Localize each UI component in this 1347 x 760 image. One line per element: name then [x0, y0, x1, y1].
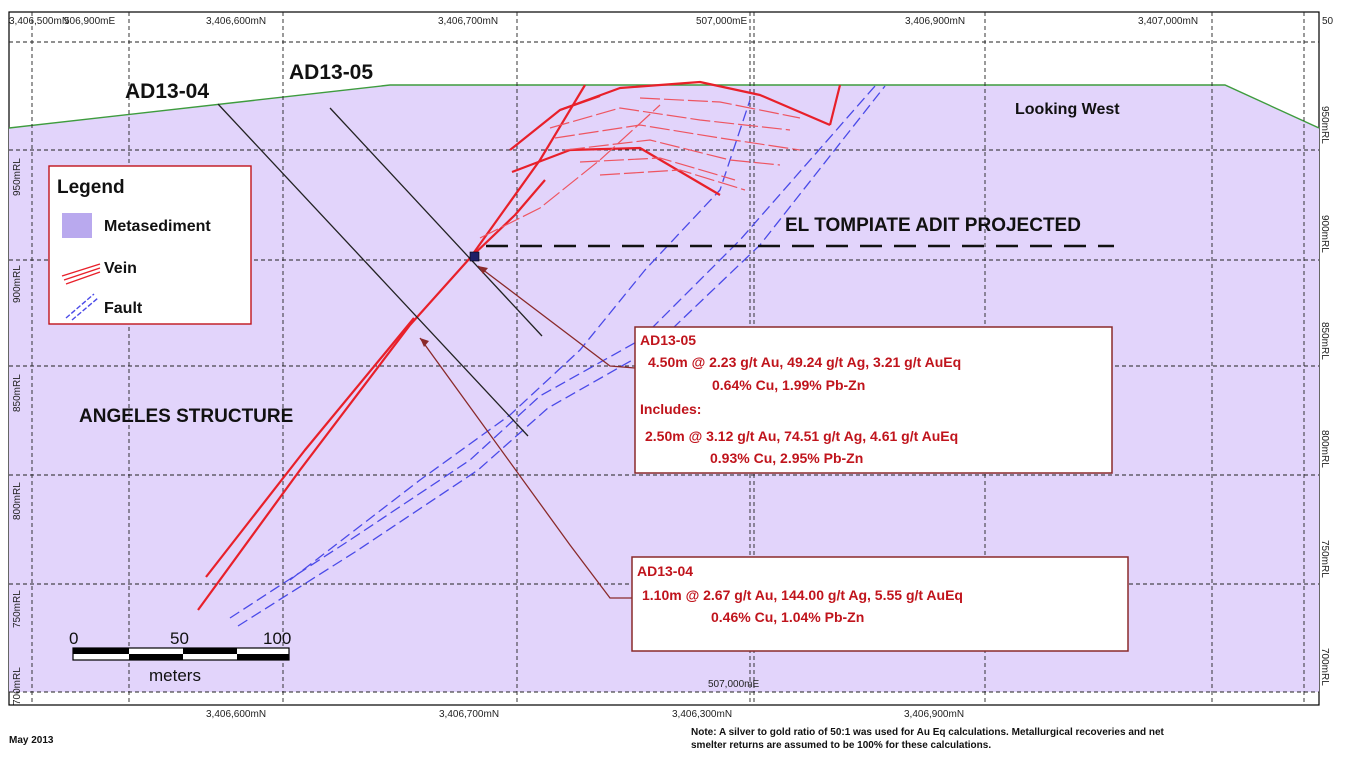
- scale-units: meters: [149, 666, 201, 685]
- legend-label-fault: Fault: [104, 300, 143, 317]
- top-tick: 3,406,900mN: [905, 16, 965, 27]
- left-rl-label: 700mRL: [12, 667, 23, 705]
- left-rl-label: 850mRL: [12, 374, 23, 412]
- vein-lines-icon: [61, 263, 101, 285]
- top-tick: 3,407,000mN: [1138, 16, 1198, 27]
- left-rl-label: 750mRL: [12, 590, 23, 628]
- annotation-box-ad13-04: AD13-04 1.10m @ 2.67 g/t Au, 144.00 g/t …: [631, 556, 1129, 652]
- legend: Legend Metasediment Vein Fault: [48, 165, 252, 325]
- includes-label: Includes:: [640, 401, 701, 417]
- annotation-box-ad13-05: AD13-05 4.50m @ 2.23 g/t Au, 49.24 g/t A…: [634, 326, 1113, 474]
- adit-label: EL TOMPIATE ADIT PROJECTED: [785, 215, 1081, 236]
- top-tick: 507,000mE: [696, 16, 747, 27]
- top-tick: 3,406,700mN: [438, 16, 498, 27]
- bottom-tick: 3,406,700mN: [439, 709, 499, 720]
- legend-label-vein: Vein: [104, 260, 137, 277]
- vein-network: [197, 80, 842, 611]
- footnote-line: Note: A silver to gold ratio of 50:1 was…: [691, 727, 1165, 738]
- inner-easting-label: 507,000mE: [708, 679, 759, 690]
- left-elevation-labels: 950mRL 900mRL 850mRL 800mRL 750mRL 700mR…: [12, 158, 23, 705]
- scale-tick-label: 100: [263, 629, 291, 648]
- bottom-tick: 3,406,900mN: [904, 709, 964, 720]
- assay-metals: 0.46% Cu, 1.04% Pb-Zn: [711, 609, 864, 625]
- scale-tick-label: 50: [170, 629, 189, 648]
- right-elevation-labels: 950mRL 900mRL 850mRL 800mRL 750mRL 700mR…: [1319, 106, 1330, 686]
- legend-box: [48, 165, 252, 325]
- annotation-leaders: [419, 265, 636, 599]
- intersection-marker: [469, 251, 480, 262]
- assay-interval: 1.10m @ 2.67 g/t Au, 144.00 g/t Ag, 5.55…: [642, 587, 963, 603]
- legend-label-metasediment: Metasediment: [104, 218, 211, 235]
- assay-interval: 2.50m @ 3.12 g/t Au, 74.51 g/t Ag, 4.61 …: [645, 428, 958, 444]
- right-rl-label: 950mRL: [1319, 106, 1330, 144]
- arrowhead: [420, 338, 429, 347]
- annotation-frame: [634, 326, 1113, 474]
- annotation-frame: [631, 556, 1129, 652]
- vein-thin-strands: [479, 97, 801, 239]
- assay-metals: 0.93% Cu, 2.95% Pb-Zn: [710, 450, 863, 466]
- left-rl-label: 900mRL: [12, 265, 23, 303]
- top-tick: 3,406,500mN: [9, 16, 69, 27]
- bottom-tick: 3,406,600mN: [206, 709, 266, 720]
- top-tick: 3,406,600mN: [206, 16, 266, 27]
- top-tick: 50: [1322, 16, 1334, 27]
- fault-lines-icon: [65, 293, 99, 321]
- right-rl-label: 850mRL: [1319, 322, 1330, 360]
- annotation-title: AD13-04: [637, 563, 693, 579]
- right-rl-label: 700mRL: [1319, 648, 1330, 686]
- drillhole-traces: [217, 103, 543, 437]
- left-rl-label: 800mRL: [12, 482, 23, 520]
- assay-metals: 0.64% Cu, 1.99% Pb-Zn: [712, 377, 865, 393]
- view-direction-label: Looking West: [1015, 101, 1120, 118]
- left-rl-label: 950mRL: [12, 158, 23, 196]
- hole-label-ad13-05: AD13-05: [289, 61, 373, 84]
- hole-label-ad13-04: AD13-04: [125, 80, 209, 103]
- right-rl-label: 900mRL: [1319, 215, 1330, 253]
- bottom-tick-labels: 3,406,600mN 3,406,700mN 3,406,300mN 3,40…: [206, 679, 964, 720]
- top-tick-labels: 3,406,500mN 506,900mE 3,406,600mN 3,406,…: [9, 16, 1334, 27]
- arrowhead: [478, 266, 488, 274]
- scale-bar: 0 50 100 meters: [69, 629, 291, 685]
- top-tick: 506,900mE: [64, 16, 115, 27]
- right-rl-label: 750mRL: [1319, 540, 1330, 578]
- assay-interval: 4.50m @ 2.23 g/t Au, 49.24 g/t Ag, 3.21 …: [648, 354, 961, 370]
- legend-title: Legend: [57, 177, 125, 198]
- topography-line: [8, 84, 1320, 129]
- annotation-title: AD13-05: [640, 332, 696, 348]
- right-rl-label: 800mRL: [1319, 430, 1330, 468]
- scale-tick-label: 0: [69, 629, 78, 648]
- structure-label: ANGELES STRUCTURE: [79, 406, 293, 427]
- metasediment-swatch: [62, 213, 92, 238]
- date-label: May 2013: [9, 735, 54, 746]
- bottom-tick: 3,406,300mN: [672, 709, 732, 720]
- footnote-line: smelter returns are assumed to be 100% f…: [691, 740, 991, 751]
